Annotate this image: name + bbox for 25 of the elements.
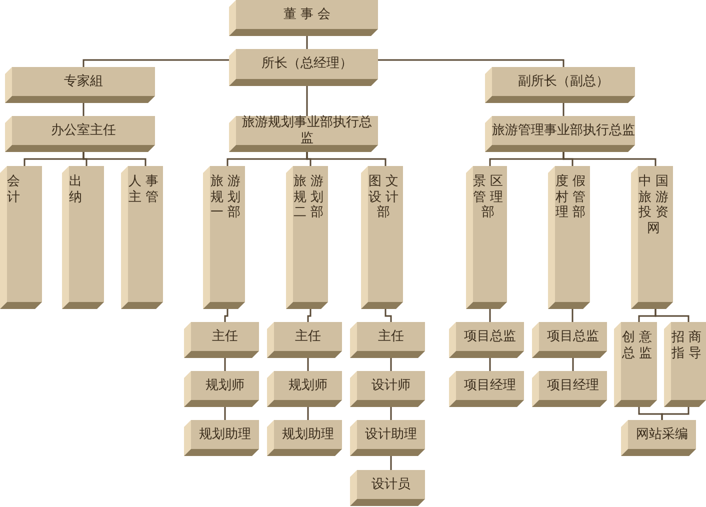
connector-line [384, 309, 392, 322]
connector-line [562, 152, 656, 166]
connector-line [306, 152, 386, 166]
connector-line [390, 358, 392, 371]
connector-line [489, 309, 491, 322]
connector-line [562, 103, 564, 116]
connector-line [306, 86, 308, 116]
connector-line [82, 152, 146, 166]
connector-line [82, 59, 229, 67]
connector-line [307, 358, 309, 371]
connector-line [224, 309, 228, 322]
connector-line [224, 358, 226, 371]
connector-line [489, 358, 491, 371]
connector-line [306, 36, 308, 49]
connector-line [307, 407, 309, 420]
connector-line [378, 59, 564, 67]
connector-line [224, 407, 226, 420]
connector-line [390, 407, 392, 420]
connector-line [654, 309, 690, 322]
connector-line [572, 309, 574, 322]
connector-line [82, 103, 84, 116]
connector-line [390, 456, 392, 470]
connector-line [307, 309, 312, 322]
connector-line [661, 407, 690, 420]
connector-line [572, 358, 574, 371]
